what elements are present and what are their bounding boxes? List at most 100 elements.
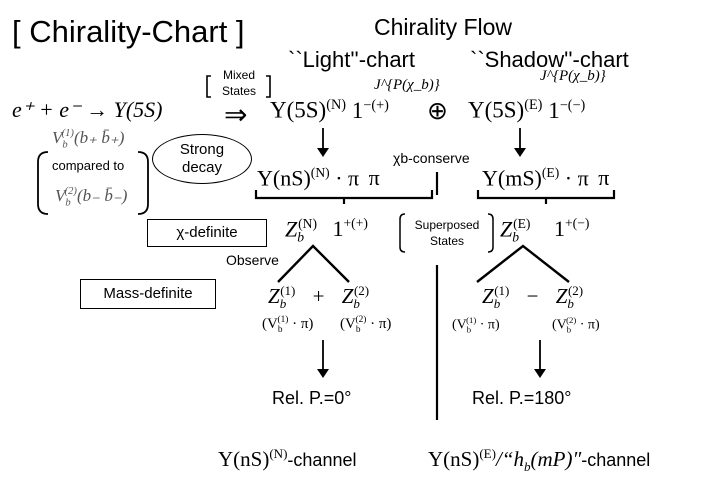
vb1-sup: (1) [61,128,74,140]
shadow-chart-label: ``Shadow''-chart [470,47,629,72]
light-decay-main: Υ(nS) [257,165,311,191]
mixed-states-bracket-left [206,75,211,98]
light-upsilon-5s-sup: (N) [326,97,347,113]
shadow-jpc: 1−(−) [548,97,585,123]
light-rel-phase: Rel. P.=0° [272,388,352,408]
shadow-underbrace [476,190,616,204]
shadow-v1-open: (V [452,317,467,333]
light-upsilon-5s: Υ(5S)(N) 1−(+) [270,97,389,124]
implies-arrow: ⇒ [224,100,248,131]
vb1-main: V [52,128,63,147]
light-z2-sub: b [353,296,360,312]
light-decay-product: Υ(nS)(N) · π π [257,165,380,191]
light-upsilon-5s-main: Υ(5S) [270,97,327,123]
shadow-combine-sign: − [526,284,539,308]
light-v2-sup: (2) [355,315,367,325]
light-jpc-sup: −(+) [363,97,389,113]
oplus-symbol: ⊕ [427,98,448,125]
vb2-sup: (2) [64,186,77,198]
chib-conserve-label: χb-conserve [393,150,470,166]
mixed-states-line1: Mixed [222,68,255,82]
shadow-channel-mid-tail: (mP)″ [530,447,582,471]
vb-bracket-left [37,151,49,215]
vb1-tail: (b₊ b̄₊) [73,128,125,147]
shadow-v1-sub: b [466,324,472,335]
shadow-upsilon-5s-sup: (E) [524,97,543,113]
shadow-channel-mid-sub: b [523,459,531,475]
shadow-channel-sup: (E) [479,446,496,461]
superposed-bracket-right [487,213,494,253]
vb2-formula: Vb(2)(b₋ b̄₋) [55,186,127,208]
shadow-split-lines [476,244,570,283]
light-v1-sub: b [277,325,283,335]
light-decay-tail: · π [335,165,360,191]
shadow-decay-main: Υ(mS) [482,165,542,191]
light-v2: (Vb(2) · π) [340,315,391,335]
reaction-formula: e⁺ + e⁻ → Υ(5S) [12,97,163,122]
shadow-v1-sup: (1) [466,315,477,325]
shadow-v2: (Vb(2) · π) [552,315,600,334]
light-z2-main: Z [341,284,354,308]
superposed-line1: Superposed [414,218,480,232]
light-chart-label: ``Light''-chart [288,47,415,72]
shadow-decay-tail: · π [564,165,589,191]
flow-title: Chirality Flow [374,14,513,40]
light-channel-suffix: -channel [287,450,357,470]
light-z-combination: Zb(1) + Zb(2) [268,283,369,312]
light-jpc-base: 1 [351,97,364,123]
mixed-states-line2: States [221,84,257,98]
shadow-phase-arrow [534,340,546,378]
shadow-z2-sub: b [567,296,574,312]
shadow-zb-jpc: 1+(−) [554,216,589,241]
shadow-channel-main: Υ(nS) [428,447,480,471]
light-jpc: 1−(+) [351,97,389,123]
mass-definite-label: Mass-definite [103,285,193,302]
light-channel-sup: (N) [269,446,288,461]
mass-definite-box: Mass-definite [80,279,216,309]
light-split-lines [277,244,350,283]
superposed-line2: States [429,234,465,248]
shadow-z1-sup: (1) [494,283,510,298]
light-v2-sub: b [355,325,361,335]
shadow-pi-extra: π [598,165,610,191]
shadow-z2-sup: (2) [567,283,584,298]
light-phase-arrow [317,340,329,378]
light-zb-jpc: 1+(+) [332,216,367,241]
shadow-z2-main: Z [555,284,568,308]
shadow-z-combination: Zb(1) − Zb(2) [482,283,583,312]
shadow-upsilon-5s: Υ(5S)(E) 1−(−) [468,97,585,124]
shadow-decay-sup: (E) [541,165,560,180]
shadow-jpc-base: 1 [548,97,560,123]
light-v1-close: · π) [292,316,314,332]
light-v2-close: · π) [370,316,392,332]
strong-decay-line2: decay [181,159,223,176]
shadow-zb-sup: (E) [513,216,531,231]
light-pi-extra: π [368,165,380,191]
vb1-sub: b [62,139,68,151]
shadow-v2-sup: (2) [566,315,577,325]
shadow-channel-suffix: -channel [581,450,651,470]
light-v2-open: (V [340,316,356,332]
vb2-sub: b [65,197,71,209]
shadow-z1-sub: b [493,296,501,312]
shadow-upsilon-5s-main: Υ(5S) [468,97,525,123]
light-channel-main: Υ(nS) [218,447,270,471]
shadow-jp-label: J^{P(χ_b)} [540,68,606,84]
light-zb-jpc-sup: +(+) [343,216,368,231]
light-zb-main: Z [285,216,298,242]
shadow-zb-jpc-base: 1 [553,216,565,242]
mixed-states-bracket-right [266,75,271,98]
chi-definite-label: χ-definite [176,224,238,241]
light-z2-sup: (2) [353,283,370,298]
shadow-v2-close: · π) [579,317,600,333]
shadow-channel-mid: /“h [495,447,524,471]
light-v1-sup: (1) [277,315,289,325]
shadow-v1-close: · π) [479,317,500,333]
light-zb-jpc-base: 1 [332,216,344,242]
shadow-zb-main: Z [500,216,513,242]
light-channel: Υ(nS)(N)-channel [218,446,356,472]
vb-bracket-right [137,151,149,215]
light-underbrace [254,190,434,204]
light-decay-sup: (N) [310,165,330,180]
